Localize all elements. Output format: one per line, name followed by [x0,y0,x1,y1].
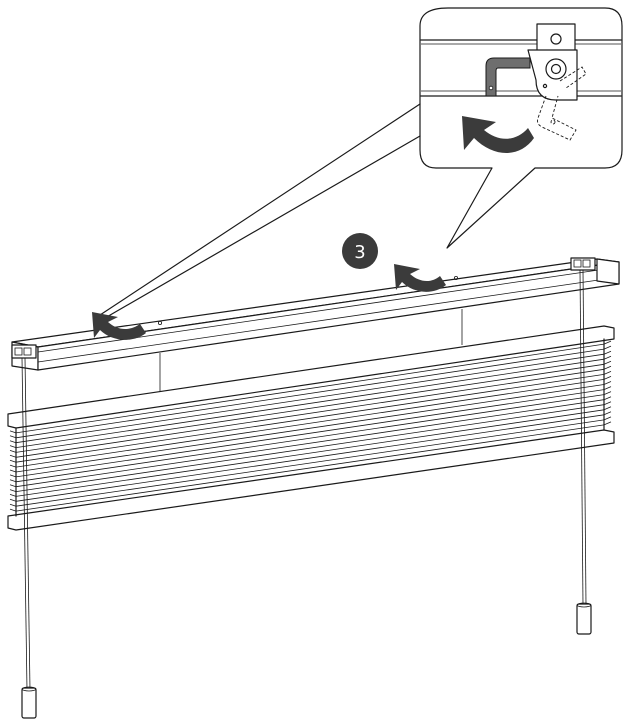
pleat-edge [603,350,612,355]
fabric-top-bar [7,325,615,429]
pleat-edge [603,391,612,395]
pleat-edge [603,360,612,365]
pleat-line [15,343,605,434]
bracket-plate [536,23,576,55]
curved-arrow-icon [92,312,146,340]
pleat-line [15,404,605,492]
pleat-line [15,424,605,512]
pleat-edge [603,340,612,345]
cord-weight-left [21,687,37,719]
pleat-line [15,409,605,497]
detail-callout [99,7,623,319]
pleat-edge [603,406,612,411]
pleat-edge [603,421,612,426]
pleat-edge [9,474,17,478]
screw-hole [550,33,562,45]
step-number: 3 [354,242,365,263]
callout-leader-line [99,103,421,316]
pleat-edge [9,508,17,512]
pleat-edge [9,484,17,488]
pleat-line [15,419,605,507]
callout-leader-line [104,135,421,319]
pleat-edge [9,454,17,458]
pleat-edge [9,450,17,453]
curved-arrow-icon [462,116,534,153]
pleat-line [15,358,605,448]
pleat-edge [9,459,17,463]
pleat-edge [9,464,17,468]
lever-rotated-position [559,66,587,89]
pleat-line [15,348,605,439]
pleat-edge [9,503,17,507]
release-lever [485,57,531,97]
headrail-front [37,261,620,371]
pleat-edge [9,498,17,502]
step-badge-icon: 3 [342,233,378,269]
rotating-clip [545,58,567,80]
pleat-line [15,353,605,444]
cord-weight-right [576,603,592,635]
pleat-line [15,414,605,502]
pleat-edge [9,435,17,439]
pleat-edge [603,416,612,421]
pleat-line [15,394,605,483]
headrail-top [11,258,620,348]
pleat-edge [603,376,612,380]
step-badge-circle [342,233,378,269]
pleat-line [15,399,605,488]
pleat-edge [603,411,612,416]
bracket-body [527,49,578,101]
pleat-line [15,389,605,478]
pleat-edge [603,381,612,385]
pleat-line [15,374,605,463]
pleat-edge [9,445,17,448]
pleat-edge [603,371,612,375]
pleat-edge [9,440,17,444]
pleat-edge [9,469,17,473]
pleat-edge [9,489,17,492]
pleat-edge [603,355,612,360]
pleat-line [15,379,605,468]
pleat-edge [603,345,612,350]
pleat-line [15,363,605,453]
pull-cords [21,269,592,719]
curved-arrow-icon [394,264,446,292]
pleat-edge [603,401,612,406]
headrail [11,257,620,395]
pleat-edge [603,365,612,370]
pleat-edge [9,494,17,497]
pleat-edge [603,386,612,390]
pleat-line [15,368,605,458]
pleat-line [15,384,605,473]
pleated-fabric [7,325,615,531]
pleat-edge [9,430,17,434]
pleat-edge [603,396,612,401]
pleat-edge [9,479,17,483]
